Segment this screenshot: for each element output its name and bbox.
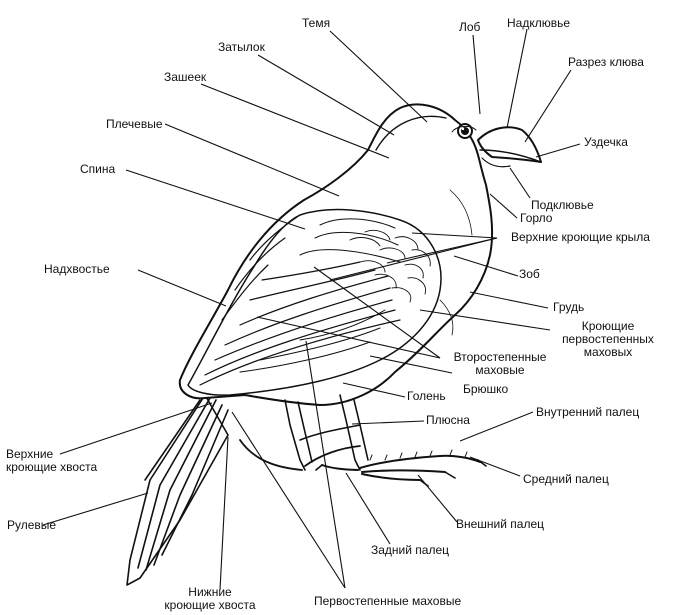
label-vtorostepennye-makhovye: Второстепенные маховые <box>440 351 560 377</box>
label-vtorostepennye-line2: маховые <box>475 363 525 377</box>
label-vtorostepennye-line1: Второстепенные <box>453 350 547 364</box>
label-kroyushchie-line1: Кроющие <box>581 319 635 333</box>
label-verkhnie-kh-line2: кроющие хвоста <box>6 460 98 474</box>
label-golen: Голень <box>407 389 446 403</box>
label-uzdechka: Уздечка <box>584 135 628 149</box>
label-zadniy-palets: Задний палец <box>371 543 450 557</box>
label-temya: Темя <box>302 16 331 30</box>
wing <box>187 208 442 396</box>
label-kroyushchie-line3: маховых <box>583 345 633 359</box>
leader-lines <box>42 28 581 591</box>
label-verkhnie-kroyushchie-khvosta: Верхние кроющие хвоста <box>0 448 140 474</box>
label-rulevye: Рулевые <box>7 518 57 532</box>
label-grud: Грудь <box>553 300 585 314</box>
label-nadklyuve: Надклювье <box>507 16 571 30</box>
label-plyusna: Плюсна <box>426 413 470 427</box>
label-zatylok: Затылок <box>218 40 265 54</box>
bird-illustration <box>126 103 542 586</box>
label-gorlo: Горло <box>520 211 553 225</box>
tail-feathers <box>126 394 229 586</box>
label-kroyushchie-pervostepennykh: Кроющие первостепенных маховых <box>548 320 668 359</box>
label-verkhnie-kroyushchie-kryla: Верхние кроющие крыла <box>511 230 650 244</box>
label-nizhnie-line2: кроющие хвоста <box>164 598 256 612</box>
label-vneshniy-palets: Внешний палец <box>456 517 545 531</box>
label-zob: Зоб <box>519 267 540 281</box>
label-verkhnie-kh-line1: Верхние <box>6 447 54 461</box>
legs <box>239 394 487 487</box>
label-kroyushchie-line2: первостепенных <box>562 332 654 346</box>
label-bryushko: Брюшко <box>463 382 509 396</box>
label-spina: Спина <box>80 162 116 176</box>
label-nizhnie-kroyushchie-khvosta: Нижние кроющие хвоста <box>150 586 270 612</box>
label-lob: Лоб <box>459 20 481 34</box>
label-nadkhvoste: Надхвостье <box>44 262 110 276</box>
label-vnutrenniy-palets: Внутренний палец <box>536 405 640 419</box>
label-plechevye: Плечевые <box>106 117 163 131</box>
label-podklyuve: Подклювье <box>531 198 594 212</box>
label-pervostepennye-makhovye: Первостепенные маховые <box>314 594 462 608</box>
label-sredniy-palets: Средний палец <box>523 472 609 486</box>
label-zasheek: Зашеек <box>164 70 207 84</box>
label-razrez-klyuva: Разрез клюва <box>568 55 644 69</box>
label-nizhnie-line1: Нижние <box>188 585 232 599</box>
